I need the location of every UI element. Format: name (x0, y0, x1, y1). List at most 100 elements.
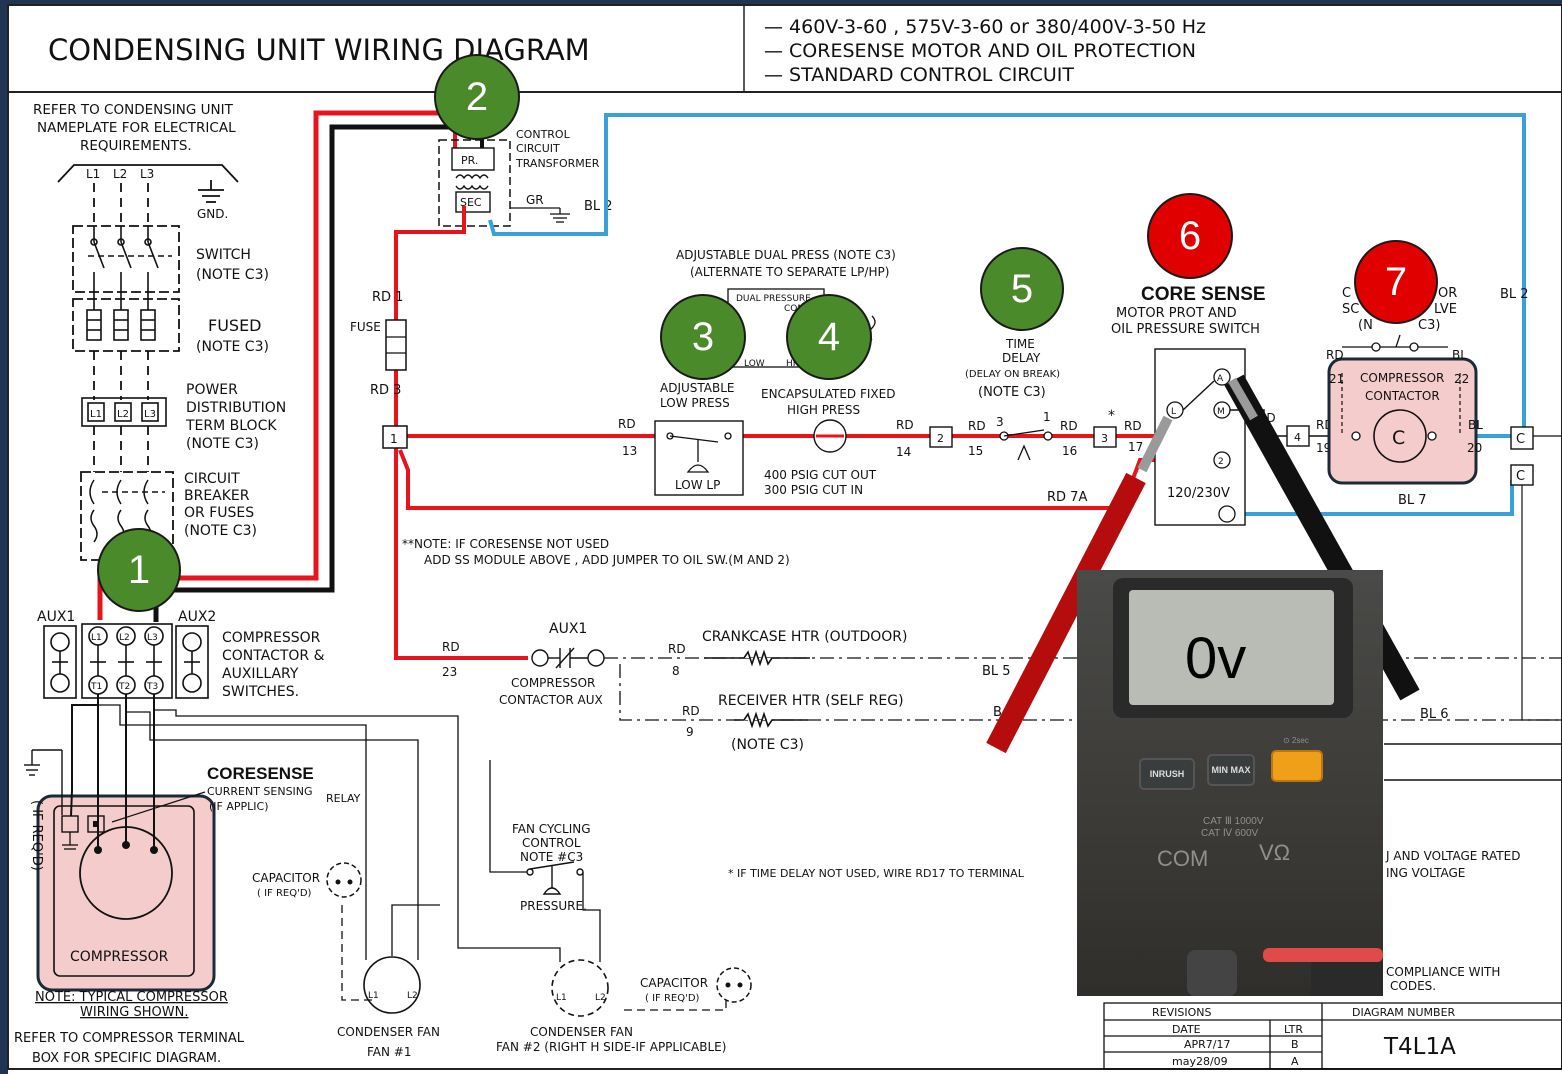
coresense-label: CORESENSE (207, 764, 314, 783)
rd16-1: 1 (1043, 410, 1051, 424)
cutin-label: 300 PSIG CUT IN (764, 483, 863, 497)
badge-6: 6 (1147, 193, 1233, 279)
coil-c-label: C (1392, 427, 1405, 449)
typical-note-1: NOTE: TYPICAL COMPRESSOR (35, 990, 228, 1005)
encapsulated-2: HIGH PRESS (787, 403, 860, 417)
fan2-label: CONDENSER FAN (530, 1025, 633, 1039)
contactor-t1: T1 (90, 682, 102, 692)
rd15-num: 15 (968, 444, 983, 458)
compressor-label: COMPRESSOR (70, 949, 169, 965)
terminal-2 (929, 426, 953, 448)
fan2-l1: L1 (556, 993, 567, 1003)
contactor-label-1: COMPRESSOR (222, 630, 321, 646)
rating-line-2: CAT Ⅳ 600V (1201, 828, 1259, 839)
revisions-col-ltr: LTR (1284, 1023, 1303, 1036)
contactor-coil-highlight (1327, 357, 1478, 485)
encapsulated-1: ENCAPSULATED FIXED (761, 387, 895, 401)
coil-terminal-right (1427, 431, 1437, 441)
rd7a-label: RD 7A (1047, 490, 1087, 505)
fan-cycling-2: CONTROL (522, 836, 581, 850)
current-sensing-dot (93, 821, 99, 827)
com-jack-label: COM (1157, 846, 1209, 871)
power-dist-l4: (NOTE C3) (186, 436, 259, 452)
pd-l1: L1 (90, 409, 102, 420)
rd23-rd: RD (442, 640, 460, 654)
hold-button[interactable] (1271, 750, 1323, 782)
solenoid-frag-c: C (1342, 286, 1351, 301)
rd17-rd: RD (1124, 419, 1142, 433)
inrush-button[interactable]: INRUSH (1139, 758, 1195, 790)
rd-top-label: RD (1326, 348, 1344, 362)
compliance-note-1: COMPLIANCE WITH (1386, 965, 1500, 979)
badge-3: 3 (660, 294, 746, 380)
meter-bottom-shadow (1311, 962, 1383, 996)
revisions-col-date: DATE (1172, 1023, 1201, 1036)
bl20-bl: BL (1468, 418, 1483, 432)
terminal-3-label: 3 (1101, 432, 1108, 445)
fused-box (72, 298, 180, 352)
term-2-label: 2 (1218, 457, 1224, 467)
rating-line-1: CAT Ⅲ 1000V (1203, 816, 1264, 827)
badge-7-label: 7 (1384, 259, 1408, 304)
voltage-note-1: J AND VOLTAGE RATED (1385, 849, 1520, 863)
diagram-number-label: DIAGRAM NUMBER (1352, 1006, 1456, 1019)
fan-cycling-1: FAN CYCLING (512, 822, 591, 836)
solenoid-frag-c3: C3) (1418, 318, 1440, 333)
badge-5: 5 (980, 247, 1064, 331)
compliance-note-2: CODES. (1390, 979, 1436, 993)
blue-wire-bl7 (1232, 480, 1514, 516)
transformer-sec-label: SEC (460, 196, 482, 209)
dual-pressure-label: DUAL PRESSURE (736, 294, 811, 304)
relay-label: RELAY (326, 792, 361, 805)
asterisk-mark: * (1108, 408, 1115, 424)
voltage-note-2: ING VOLTAGE (1386, 866, 1465, 880)
term-a-label: A (1217, 374, 1224, 384)
switch-label: SWITCH (196, 247, 251, 263)
min-max-button[interactable]: MIN MAX (1207, 754, 1255, 786)
term-l-label: L (1171, 407, 1176, 417)
receiver-note: (NOTE C3) (731, 737, 804, 753)
condenser-fan2-motor (551, 959, 609, 1017)
bl5-label: BL 5 (982, 664, 1011, 679)
contactor-label-2: CONTACTOR & (222, 648, 325, 664)
compressor-wiring (70, 694, 155, 850)
power-dist-l2: DISTRIBUTION (186, 400, 286, 416)
pd-l3: L3 (144, 409, 156, 420)
current-sensing-box (87, 815, 105, 833)
capacitor1-note: ( IF REQ'D) (257, 888, 312, 899)
capacitor2-label: CAPACITOR (640, 976, 708, 990)
red-wire-rd7a (398, 449, 1219, 510)
low-lp-label: LOW LP (675, 478, 720, 492)
fuse-elements (86, 292, 156, 341)
compressor-ground-symbol (62, 832, 78, 850)
capacitor2-symbol (716, 967, 752, 1003)
solenoid-frag-sc: SC (1342, 302, 1359, 317)
red-wire-rd1 (394, 206, 466, 320)
control-fuse (385, 319, 407, 371)
aux2-label: AUX2 (178, 609, 216, 625)
refer-terminal-2: BOX FOR SPECIFIC DIAGRAM. (32, 1051, 221, 1066)
terminal-c-top (1510, 426, 1534, 450)
fuse-label: FUSE (350, 320, 381, 334)
bl-top-label: BL (1452, 348, 1467, 362)
rd8-rd: RD (668, 642, 686, 656)
header-note-coresense: — CORESENSE MOTOR AND OIL PROTECTION (764, 40, 1196, 62)
time-delay-2: DELAY (1002, 351, 1041, 365)
contactor-aux-contact (531, 647, 605, 669)
revisions-table (1103, 1002, 1562, 1070)
core-sense-sub-1: MOTOR PROT AND (1116, 306, 1237, 321)
fan1-l2: L2 (407, 991, 418, 1001)
breaker-l2: BREAKER (184, 488, 250, 504)
refer-terminal-1: REFER TO COMPRESSOR TERMINAL (14, 1031, 245, 1046)
badge-4-label: 4 (817, 314, 841, 359)
solenoid-frag-lve: LVE (1434, 302, 1457, 317)
diagram-title: CONDENSING UNIT WIRING DIAGRAM (48, 33, 590, 67)
label-l1: L1 (86, 167, 100, 181)
receiver-heater (734, 711, 808, 729)
nameplate-line1: REFER TO CONDENSING UNIT (33, 102, 234, 118)
transformer-label-1: CONTROL (516, 128, 571, 141)
power-dist-l1: POWER (186, 382, 238, 398)
lines-to-breaker (93, 426, 149, 472)
badge-7: 7 (1354, 240, 1438, 324)
